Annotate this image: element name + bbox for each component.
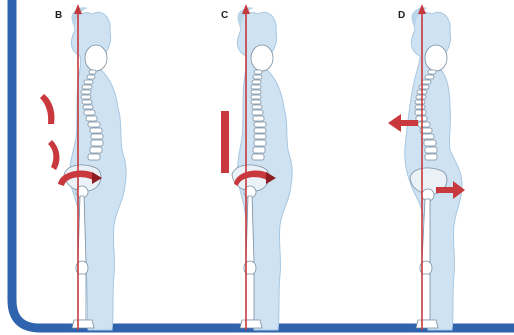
figure-c (196, 0, 316, 335)
figure-d (370, 0, 490, 335)
thoracic-curve-arc (40, 94, 55, 124)
figure-b (30, 0, 150, 335)
flat-back-bar (221, 111, 229, 173)
lumbar-curve-arc (48, 140, 59, 170)
